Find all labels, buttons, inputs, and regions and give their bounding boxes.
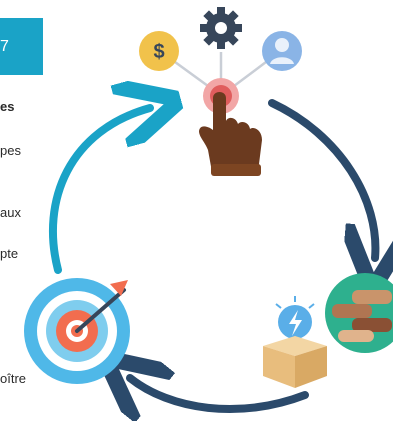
text-fragment-2: pes [0,143,21,158]
arrow-bottom-to-target [130,378,309,409]
svg-text:$: $ [153,41,164,63]
target-icon [24,278,130,384]
user-icon [262,31,302,71]
text-fragment-5: oître [0,371,27,386]
gear-icon [200,7,242,49]
text-fragment-3: aux [0,205,21,220]
hand-pointer-icon [199,92,262,176]
arrow-target-to-top [48,108,150,274]
text-fragment-4: pte [0,246,19,261]
idea-box-icon [263,296,327,388]
top-icons-group: $ [139,7,302,176]
section-number: 7 [0,38,9,55]
handshake-icon [325,273,393,353]
section-number-block: 7 [0,18,43,75]
dollar-icon: $ [139,31,179,71]
arrow-top-to-handshake [268,99,375,258]
text-fragment-1: es [0,99,15,114]
